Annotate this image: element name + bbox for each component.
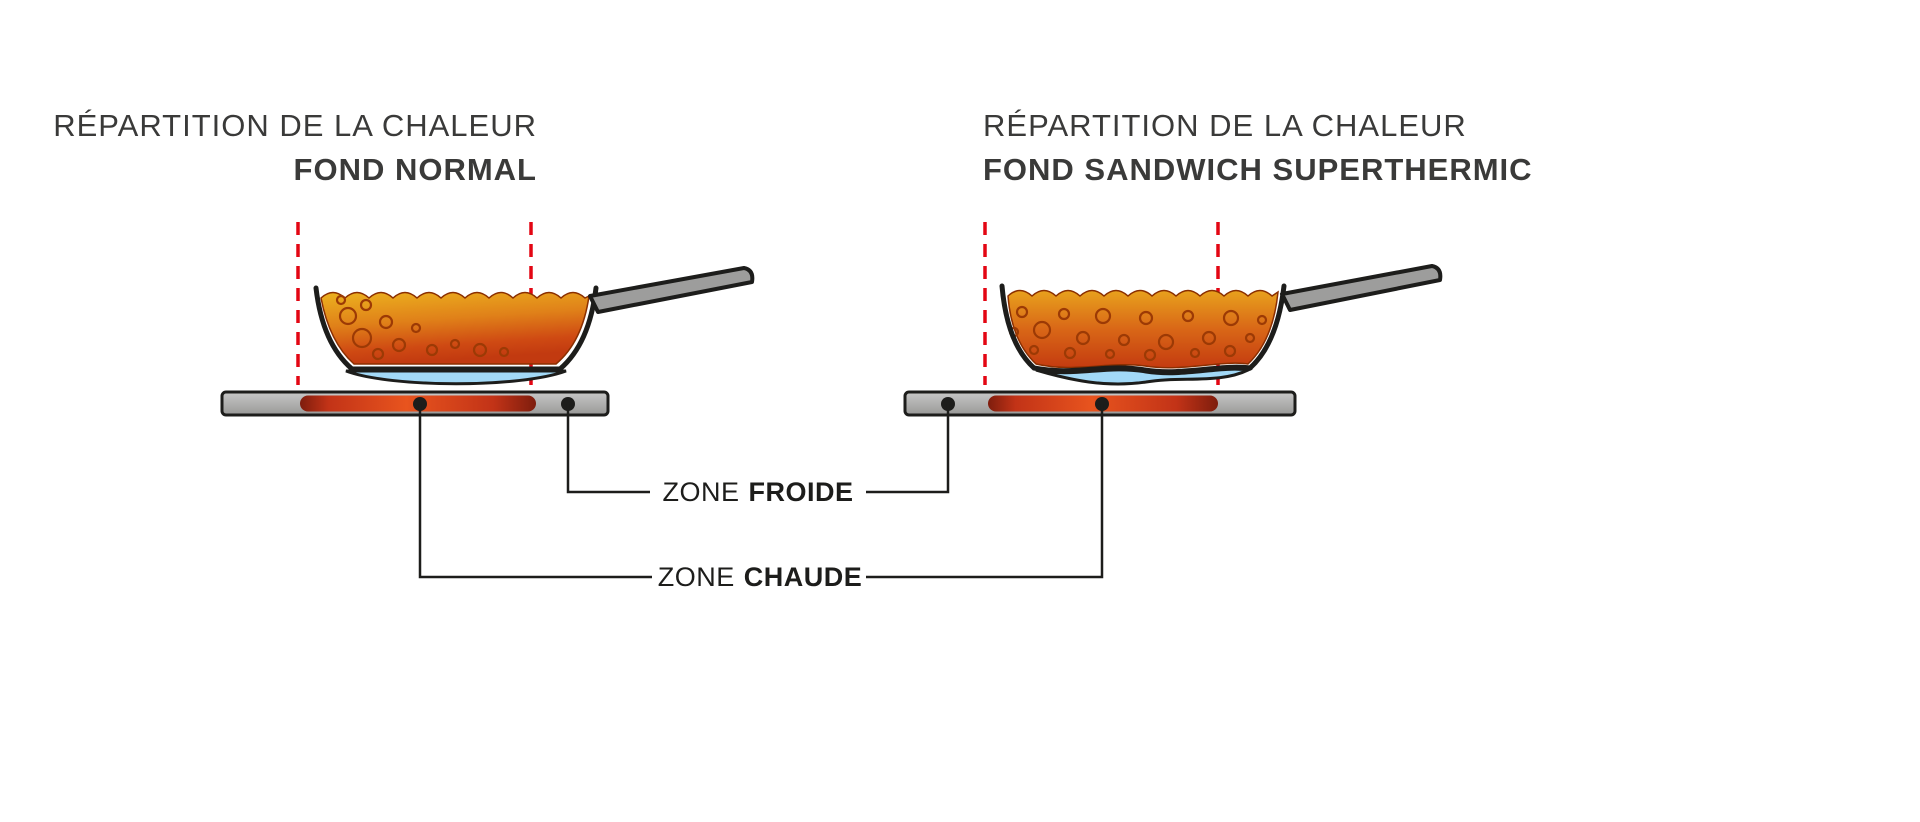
title-line1: RÉPARTITION DE LA CHALEUR (53, 108, 537, 143)
pan-outline (999, 283, 1287, 375)
connector-lines (418, 404, 1104, 579)
bubbles-left (335, 294, 510, 361)
hotplate-right (903, 390, 1297, 417)
title-fond-sandwich: RÉPARTITION DE LA CHALEUR FOND SANDWICH … (983, 104, 1533, 192)
title-line1: RÉPARTITION DE LA CHALEUR (983, 108, 1467, 143)
connector-hot-left (418, 404, 652, 579)
title-fond-normal: RÉPARTITION DE LA CHALEUR FOND NORMAL (0, 104, 537, 192)
hot-zone-label: ZONE CHAUDE (658, 559, 863, 595)
cold-zone-label-word: FROIDE (748, 477, 854, 507)
pan-sandwich (999, 264, 1443, 386)
cold-zone-label-prefix: ZONE (662, 477, 740, 507)
hotplate-left (220, 390, 610, 417)
title-line2: FOND SANDWICH SUPERTHERMIC (983, 152, 1533, 187)
connector-hot-right (866, 404, 1104, 579)
pan-handle (588, 266, 755, 314)
bubbles-right (1008, 305, 1268, 362)
connector-cold-right (866, 404, 950, 494)
left-diagram (220, 222, 755, 417)
hot-zone-label-word: CHAUDE (743, 562, 863, 592)
pan-outline (313, 285, 599, 372)
right-diagram (903, 222, 1443, 417)
hot-zone-label-prefix: ZONE (657, 562, 735, 592)
pan-handle (1280, 264, 1443, 312)
title-line2: FOND NORMAL (293, 152, 537, 187)
pan-base-blue (345, 369, 567, 386)
connector-cold-left (566, 404, 650, 494)
pan-normal (313, 266, 755, 386)
pan-content (1007, 289, 1279, 369)
cold-zone-label: ZONE FROIDE (662, 474, 853, 510)
